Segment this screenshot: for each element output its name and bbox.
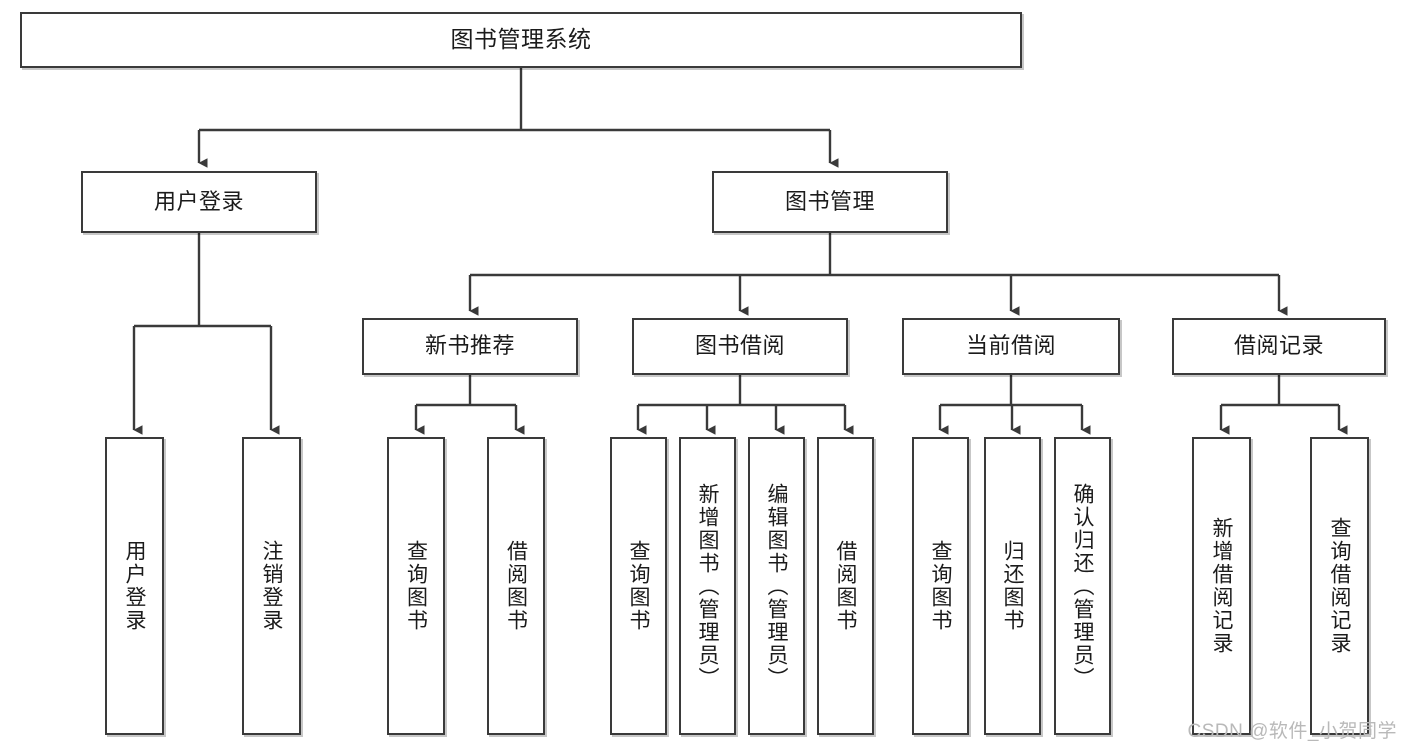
leaf-query-book-c[interactable]: 查询图书 [912,437,969,735]
leaf-query-record[interactable]: 查询借阅记录 [1310,437,1369,735]
leaf-query-book-a-label: 查询图书 [404,540,428,632]
node-user-login[interactable]: 用户登录 [81,171,317,233]
leaf-query-book-b-label: 查询图书 [627,540,650,632]
leaf-user-login[interactable]: 用户登录 [105,437,164,735]
node-root[interactable]: 图书管理系统 [20,12,1022,68]
leaf-add-record-label: 新增借阅记录 [1210,517,1233,655]
leaf-add-book[interactable]: 新增图书（管理员） [679,437,736,735]
node-book-manage-label: 图书管理 [784,188,875,214]
csdn-watermark: CSDN @软件_小贺同学 [1187,721,1397,742]
link-root-to-level2 [197,68,839,168]
node-root-label: 图书管理系统 [450,26,592,53]
node-new-book-rec[interactable]: 新书推荐 [362,318,578,375]
node-borrow-record[interactable]: 借阅记录 [1172,318,1386,375]
leaf-query-record-label: 查询借阅记录 [1328,517,1351,655]
leaf-add-book-label: 新增图书（管理员） [696,482,719,690]
leaf-edit-book-label: 编辑图书（管理员） [765,482,788,690]
node-book-borrow[interactable]: 图书借阅 [632,318,848,375]
leaf-return-book-label: 归还图书 [1001,540,1024,632]
link-borrowrecord-to-leaves [1219,375,1348,435]
link-newbook-to-leaves [414,375,525,435]
leaf-logout[interactable]: 注销登录 [242,437,301,735]
leaf-query-book-b[interactable]: 查询图书 [610,437,667,735]
link-bookborrow-to-leaves [636,375,854,435]
leaf-user-login-label: 用户登录 [123,540,146,632]
node-new-book-rec-label: 新书推荐 [424,333,515,359]
leaf-borrow-book-b[interactable]: 借阅图书 [817,437,874,735]
leaf-add-record[interactable]: 新增借阅记录 [1192,437,1251,735]
leaf-logout-label: 注销登录 [260,540,283,632]
leaf-borrow-book-b-label: 借阅图书 [834,540,857,632]
node-user-login-label: 用户登录 [153,188,244,214]
node-current-borrow[interactable]: 当前借阅 [902,318,1120,375]
link-bookmanage-to-level3 [468,233,1288,316]
node-book-borrow-label: 图书借阅 [694,333,785,359]
node-borrow-record-label: 借阅记录 [1233,333,1324,359]
leaf-confirm-return-label: 确认归还（管理员） [1071,482,1094,690]
leaf-edit-book[interactable]: 编辑图书（管理员） [748,437,805,735]
link-currentborrow-to-leaves [938,375,1091,435]
leaf-return-book[interactable]: 归还图书 [984,437,1041,735]
node-current-borrow-label: 当前借阅 [965,333,1056,359]
leaf-borrow-book-a[interactable]: 借阅图书 [487,437,545,735]
link-userlogin-to-leaves [132,233,280,435]
node-book-manage[interactable]: 图书管理 [712,171,948,233]
leaf-confirm-return[interactable]: 确认归还（管理员） [1054,437,1111,735]
leaf-query-book-a[interactable]: 查询图书 [387,437,445,735]
leaf-query-book-c-label: 查询图书 [929,540,952,632]
leaf-borrow-book-a-label: 借阅图书 [504,540,528,632]
